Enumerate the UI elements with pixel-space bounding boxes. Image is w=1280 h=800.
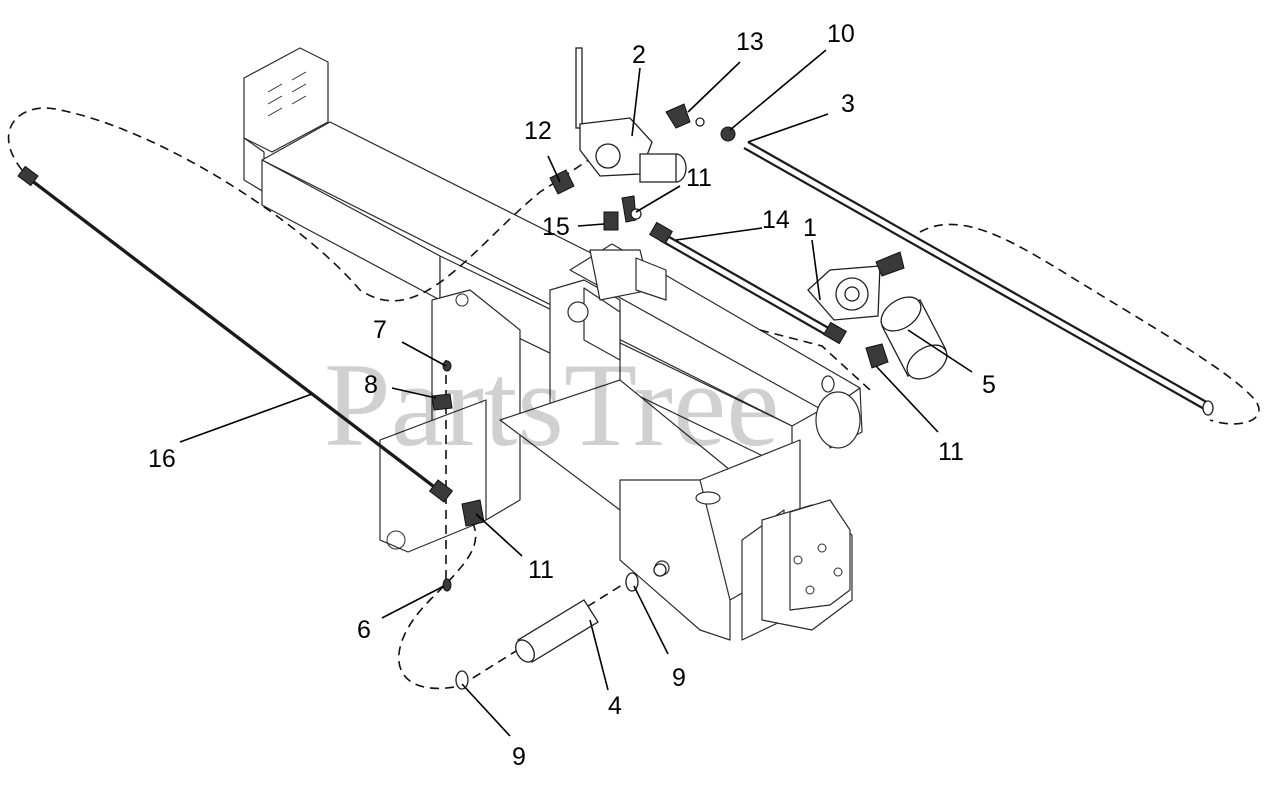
elbow-fitting-13 — [665, 103, 705, 129]
callout-2: 2 — [632, 41, 646, 69]
leader-lines — [179, 49, 973, 737]
log-splitter-beam — [243, 47, 863, 641]
callout-9-left: 9 — [512, 743, 526, 771]
callout-12: 12 — [524, 117, 552, 145]
callout-3: 3 — [841, 90, 855, 118]
filter — [880, 296, 948, 380]
callout-10: 10 — [827, 20, 855, 48]
callout-11-top: 11 — [686, 164, 712, 192]
hose-14 — [649, 221, 847, 345]
hose-sleeve — [515, 599, 599, 663]
control-valve — [575, 47, 687, 183]
hydraulic-pump — [807, 251, 905, 321]
callout-14: 14 — [762, 206, 790, 234]
elbow-fitting-12 — [549, 169, 575, 195]
callout-8: 8 — [364, 371, 378, 399]
elbow-fitting-11-top — [621, 195, 642, 223]
elbow-fitting-11-lower — [461, 499, 485, 527]
hose-16 — [17, 165, 454, 503]
fitting-10 — [720, 126, 736, 142]
elbow-fitting-11-right — [865, 343, 889, 369]
callout-5: 5 — [982, 371, 996, 399]
fitting-8 — [431, 393, 453, 411]
hose-3 — [743, 141, 1214, 416]
callout-7: 7 — [373, 316, 387, 344]
fitting-7 — [442, 360, 452, 372]
callout-11-right: 11 — [938, 438, 964, 466]
fitting-15 — [603, 211, 619, 231]
callout-13: 13 — [736, 28, 764, 56]
callout-16: 16 — [148, 445, 176, 473]
fitting-6 — [442, 578, 452, 592]
callout-15: 15 — [542, 213, 570, 241]
hose-clamp-9-left — [455, 670, 469, 690]
callout-9-right: 9 — [672, 664, 686, 692]
callout-4: 4 — [608, 692, 622, 720]
callout-6: 6 — [357, 616, 371, 644]
callout-labels: 1 2 3 4 5 6 7 8 9 9 10 11 11 11 12 13 14… — [148, 20, 996, 771]
partstree-watermark: PartsTree — [324, 338, 780, 471]
callout-1: 1 — [803, 214, 817, 242]
callout-11-lower: 11 — [528, 556, 554, 584]
